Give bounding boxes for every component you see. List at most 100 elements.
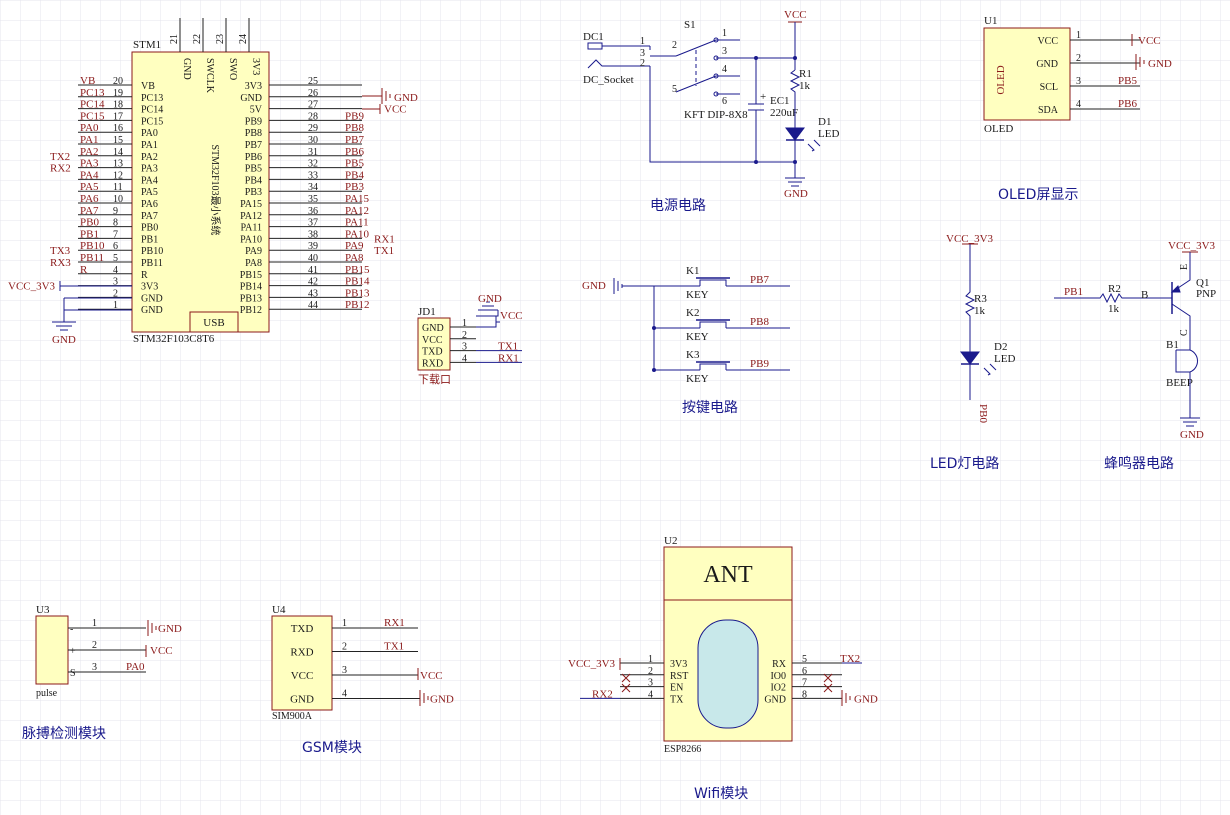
wifi-name: ESP8266	[664, 744, 701, 755]
stm32-right-pin-name: PB9	[245, 116, 262, 127]
jd1-pin-number: 3	[462, 342, 467, 353]
power-circuit[interactable]: DC1 1 3 2 DC_Socket S1 2 1 3 5 4 6 KFT D…	[583, 9, 839, 214]
d1-name: LED	[818, 128, 839, 140]
oled-body	[983, 27, 1071, 121]
stm32-right-pin-name: PB4	[245, 175, 262, 186]
wifi-left-pin-number: 1	[648, 654, 653, 665]
junction-dot	[754, 160, 758, 164]
stm32-left-net-label: PA2	[80, 146, 99, 158]
pulse-pin-name: +	[70, 646, 76, 657]
stm32-left-pin-name: PA6	[141, 199, 158, 210]
stm32-right-pin-number: 43	[308, 288, 318, 299]
led-circuit[interactable]: VCC_3V3 R3 1k D2 LED PB0 LED灯电路	[930, 233, 1015, 472]
dc-pin1-wire	[602, 45, 651, 50]
q1-arrow	[1170, 285, 1181, 293]
stm32-left-pin-number: 14	[113, 147, 123, 158]
stm32-right-pin-name: GND	[240, 93, 262, 104]
dc-to-switch-wires	[649, 55, 795, 163]
dc-socket-body	[587, 42, 603, 50]
stm32-left-ext-label: TX2	[50, 151, 70, 163]
wifi-right-pin-name: IO0	[770, 671, 786, 682]
stm32-right-pin-number: 36	[308, 206, 318, 217]
stm32-right-pin-number: 44	[308, 300, 318, 311]
stm32-right-pin-number: 35	[308, 194, 318, 205]
key-ref: K2	[686, 307, 699, 319]
stm32-right-net-label: PB4	[345, 169, 364, 181]
pulse-body	[35, 615, 69, 685]
stm32-left-pin-name: PA2	[141, 152, 158, 163]
oled-net-label: PB6	[1118, 98, 1137, 110]
jd1-net-label: RX1	[498, 352, 519, 364]
gsm-pin-name: RXD	[290, 647, 313, 659]
stm32-left-pin-name: VB	[141, 81, 155, 92]
jd1-pin-name: RXD	[422, 358, 443, 369]
wifi-left-pin-number: 2	[648, 666, 653, 677]
wifi-module[interactable]: U2 ANT ESP8266 3V31VCC_3V3RST2EN3TX4RX2R…	[568, 535, 878, 802]
wifi-left-noconnect	[621, 673, 631, 693]
oled-net-label: GND	[1148, 58, 1172, 70]
wifi-gnd-symbol	[841, 690, 851, 706]
stm32-right-pin-name: PA10	[240, 234, 262, 245]
stm32-body	[131, 51, 270, 333]
gsm-pin-number: 3	[342, 665, 347, 676]
junction-dot	[793, 56, 797, 60]
key-name: KEY	[686, 373, 709, 385]
wifi-antenna-window	[697, 619, 759, 729]
stm32-right-pin-number: 27	[308, 100, 318, 111]
stm32-block[interactable]: STM1 STM32F103C8T6 STM32F103最小系统 USB 21G…	[8, 18, 418, 346]
stm32-left-pin-number: 17	[113, 111, 123, 122]
oled-pin-name: GND	[1036, 59, 1058, 70]
r1-value: 1k	[799, 80, 811, 92]
stm32-gnd-label: GND	[52, 334, 76, 346]
stm32-left-ext-label: RX2	[50, 163, 71, 175]
power-caption: 电源电路	[650, 198, 706, 214]
stm32-left-pin-name: PA4	[141, 175, 158, 186]
stm32-left-net-label: PB0	[80, 217, 99, 229]
buzzer-gnd-label: GND	[1180, 429, 1204, 441]
stm32-right-pin-number: 42	[308, 277, 318, 288]
s1-pin-5: 5	[672, 84, 677, 95]
dc-socket-name: DC_Socket	[583, 74, 634, 86]
buzzer-circuit[interactable]: VCC_3V3 E C Q1 PNP PB1 R2 1k B B1 BEEP G…	[1054, 240, 1216, 472]
r3-value: 1k	[974, 305, 986, 317]
jd1-pin-name: VCC	[422, 335, 443, 346]
q1-type: PNP	[1196, 288, 1216, 300]
stm32-left-pin-name: PB11	[141, 258, 163, 269]
stm32-top-pin-number: 23	[215, 34, 226, 44]
led-caption: LED灯电路	[930, 456, 999, 472]
stm32-right-pin-number: 34	[308, 182, 318, 193]
stm32-left-net-label: PB1	[80, 228, 99, 240]
stm32-left-pin-number: 13	[113, 159, 123, 170]
wifi-ant-label: ANT	[703, 562, 753, 588]
r1-ref: R1	[799, 68, 812, 80]
power-vcc-label: VCC	[784, 9, 807, 21]
stm32-left-3v3-label: VCC_3V3	[8, 281, 56, 293]
oled-ref: U1	[984, 15, 997, 27]
stm32-right-net-label: PB3	[345, 181, 364, 193]
s1-ref: S1	[684, 19, 696, 31]
stm32-left-pin-number: 12	[113, 170, 123, 181]
stm32-right-pin-number: 29	[308, 123, 318, 134]
stm32-left-net-label: PC13	[80, 87, 105, 99]
d1-led-arrows	[807, 139, 821, 152]
stm32-left-pin-name: PB1	[141, 234, 158, 245]
stm32-left-pin-name: PA1	[141, 140, 158, 151]
stm32-right-pin-number: 40	[308, 253, 318, 264]
stm32-right-pin-number: 25	[308, 76, 318, 87]
stm32-right-vcc-label: VCC	[384, 104, 407, 116]
stm32-usb-box	[189, 311, 239, 333]
led-net-label: PB0	[977, 404, 989, 423]
stm32-left-pin-number: 2	[113, 288, 118, 299]
stm32-left-ext-label: TX3	[50, 245, 71, 257]
stm32-top-pin-name: SWCLK	[204, 58, 215, 94]
buzzer-gnd-symbol	[1180, 372, 1200, 427]
stm32-right-net-label: PA15	[345, 193, 370, 205]
key-net-label: PB8	[750, 316, 769, 328]
dc1-ref: DC1	[583, 31, 604, 43]
s1-pin-2: 2	[672, 40, 677, 51]
